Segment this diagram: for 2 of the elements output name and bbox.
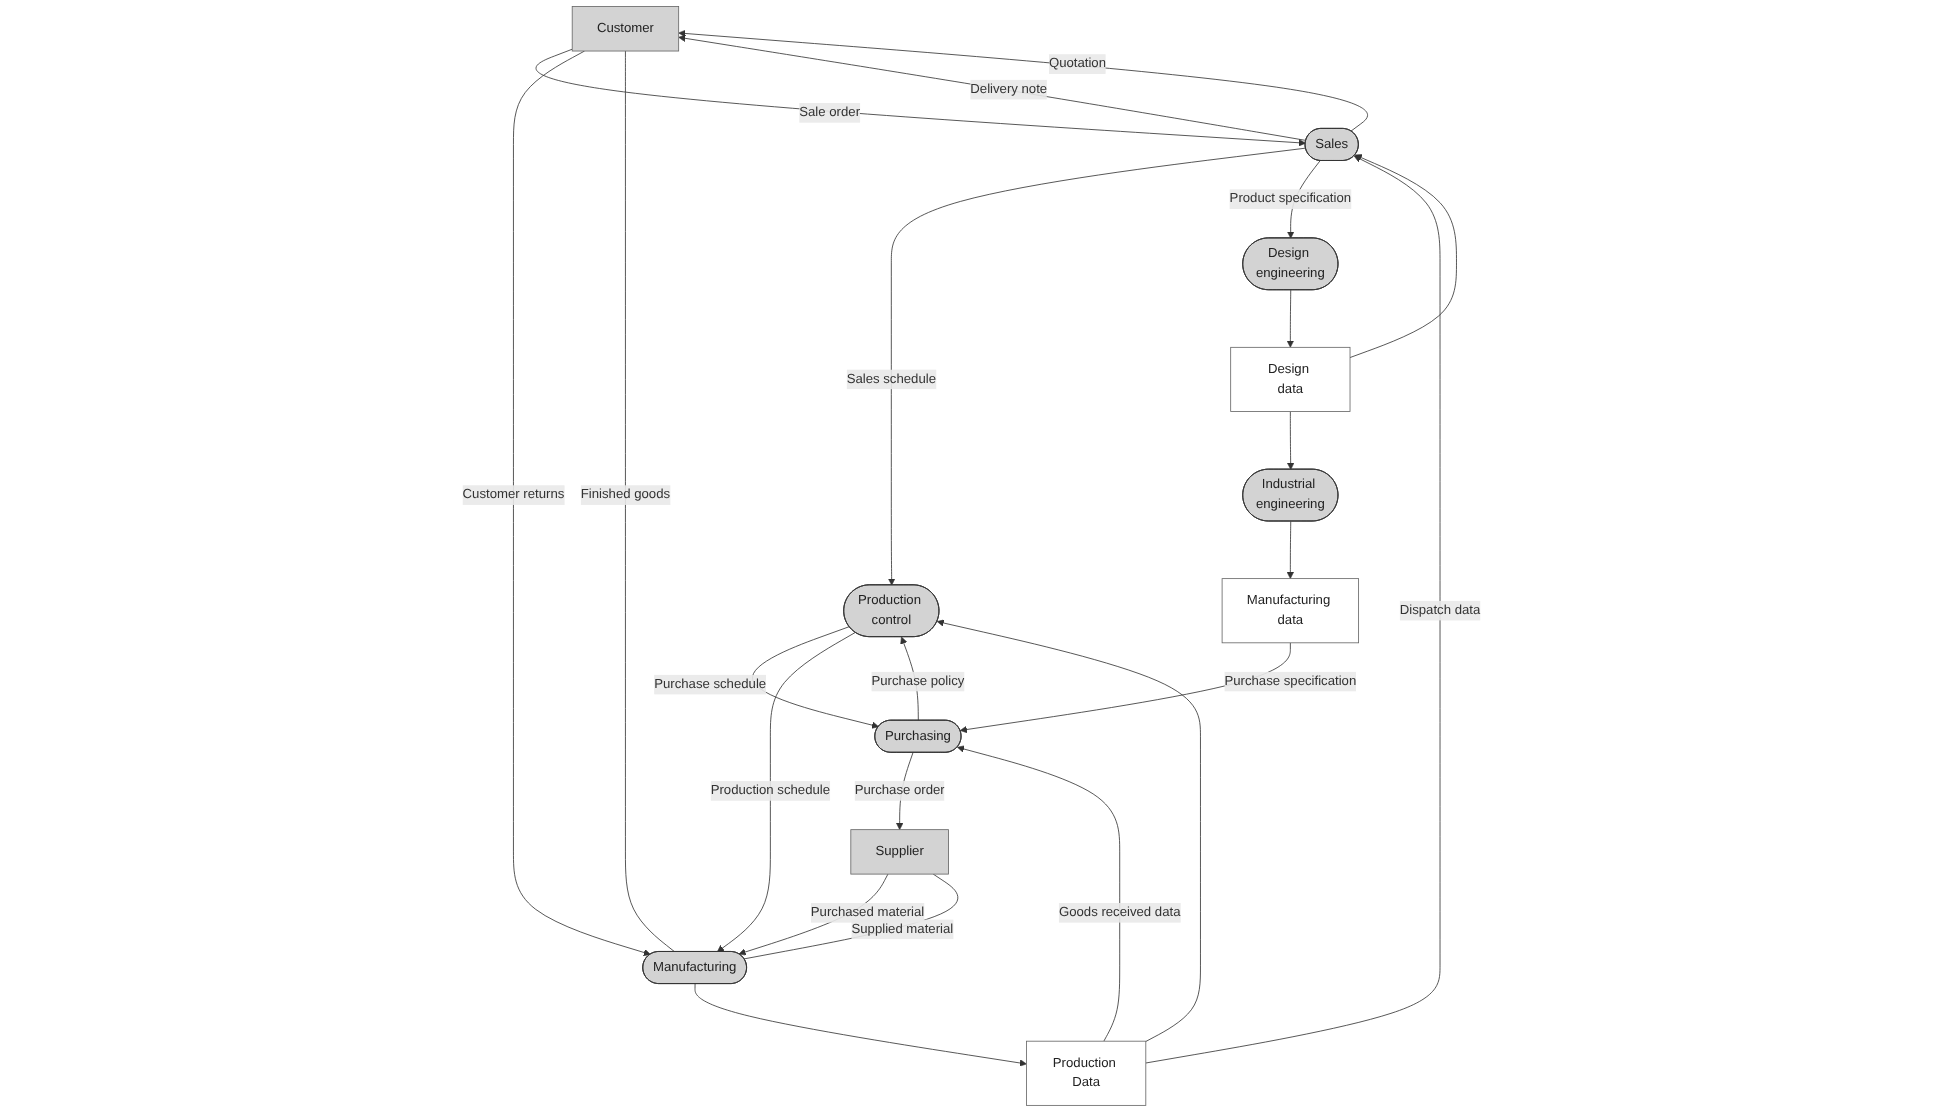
connector — [624, 50, 675, 953]
connector — [743, 873, 958, 960]
